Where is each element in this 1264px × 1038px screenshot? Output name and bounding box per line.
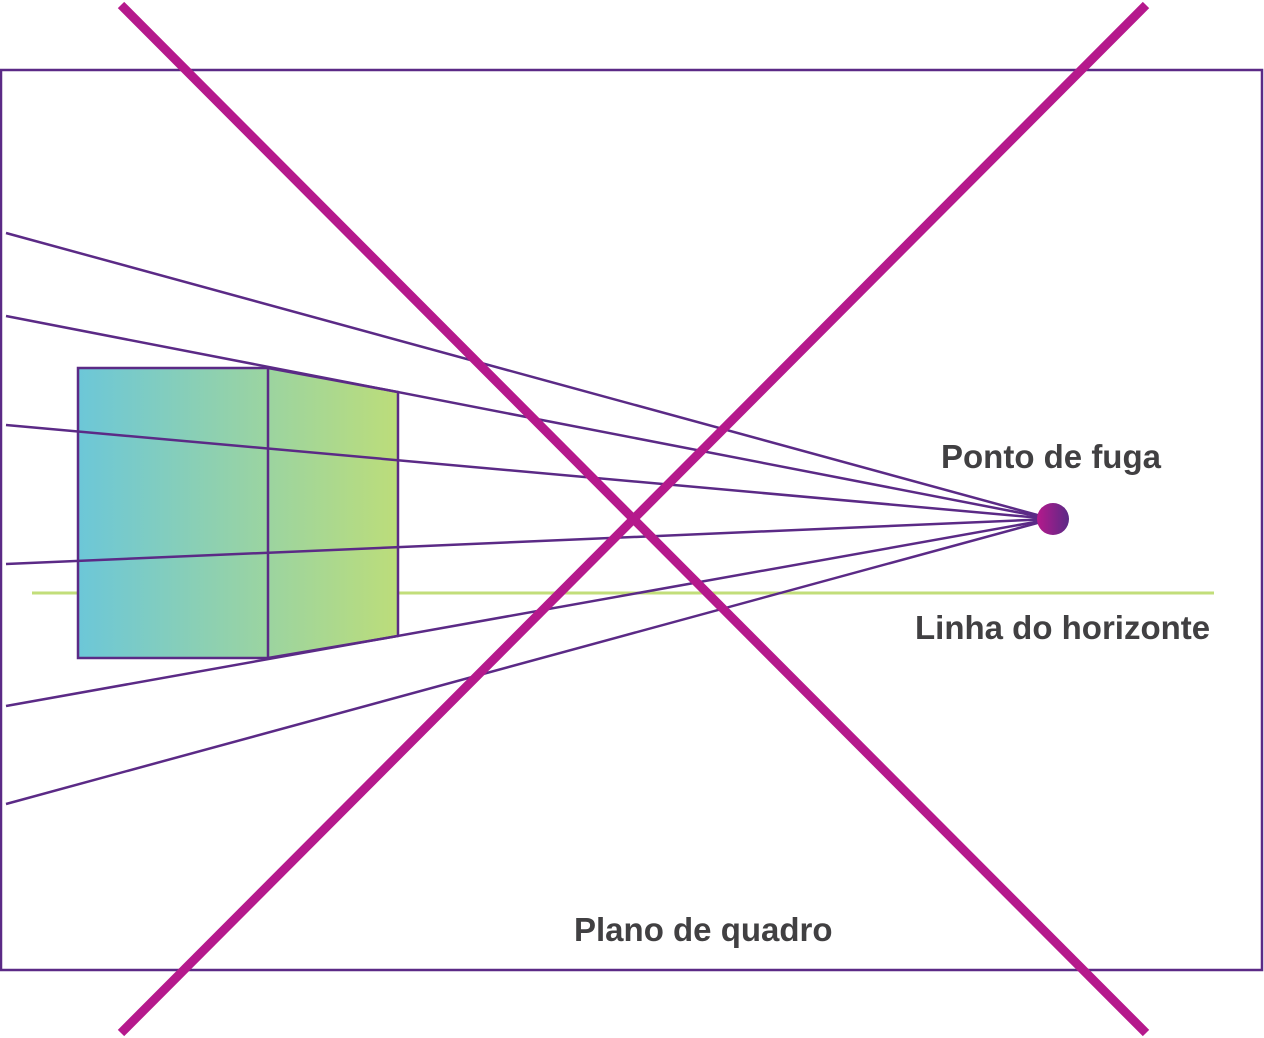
perspective-line — [5, 517, 1053, 566]
picture-plane-label: Plano de quadro — [574, 911, 833, 948]
vanishing-point-label: Ponto de fuga — [941, 438, 1162, 475]
picture-plane-frame — [0, 68, 1264, 972]
perspective-line — [5, 517, 1053, 708]
cross-line-ascending — [117, 1, 1150, 1037]
cross-mark — [117, 1, 1150, 1037]
perspective-box — [76, 366, 400, 660]
perspective-line — [5, 517, 1053, 806]
vanishing-point-dot — [1037, 503, 1069, 535]
box-shape — [76, 366, 400, 660]
perspective-line — [5, 231, 1053, 521]
perspective-lines — [5, 231, 1053, 806]
perspective-line — [5, 423, 1053, 521]
horizon-line-label: Linha do horizonte — [915, 609, 1210, 646]
